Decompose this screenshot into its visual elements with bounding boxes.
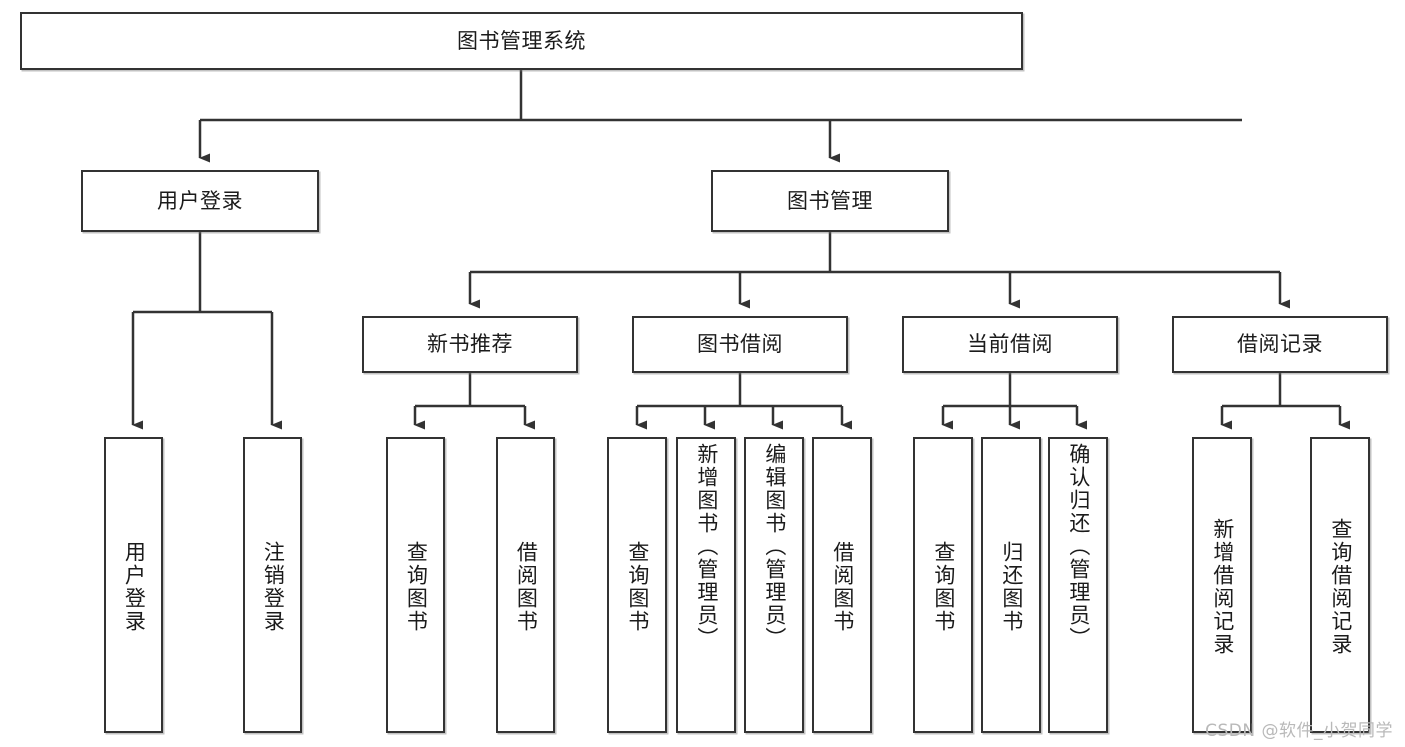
leaf-label: 查询图书 [625, 541, 650, 633]
leaf-label: 用户登录 [122, 541, 147, 633]
node-borrow-record[interactable]: 借阅记录 [1172, 316, 1388, 373]
node-book-borrow[interactable]: 图书借阅 [632, 316, 848, 373]
leaf-borrow-record-query[interactable]: 查询借阅记录 [1310, 437, 1370, 733]
node-label: 当前借阅 [967, 332, 1053, 356]
leaf-user-login-login[interactable]: 用户登录 [104, 437, 163, 733]
leaf-book-borrow-query[interactable]: 查询图书 [607, 437, 667, 733]
leaf-label: 编辑图书（管理员） [762, 443, 787, 650]
node-label: 借阅记录 [1237, 332, 1323, 356]
node-label: 新书推荐 [427, 332, 513, 356]
leaf-new-book-query[interactable]: 查询图书 [386, 437, 445, 733]
leaf-label: 查询借阅记录 [1328, 518, 1353, 656]
leaf-label: 新增图书（管理员） [694, 443, 719, 650]
node-label: 图书借阅 [697, 332, 783, 356]
leaf-label: 借阅图书 [830, 541, 855, 633]
leaf-label: 归还图书 [999, 541, 1024, 633]
leaf-label: 查询图书 [404, 541, 429, 633]
leaf-current-borrow-return[interactable]: 归还图书 [981, 437, 1041, 733]
leaf-label: 查询图书 [931, 541, 956, 633]
node-root-book-management-system[interactable]: 图书管理系统 [20, 12, 1023, 70]
leaf-label: 借阅图书 [514, 541, 539, 633]
node-label: 图书管理系统 [457, 28, 586, 53]
leaf-user-login-logout[interactable]: 注销登录 [243, 437, 302, 733]
leaf-book-borrow-borrow[interactable]: 借阅图书 [812, 437, 872, 733]
node-new-book-recommend[interactable]: 新书推荐 [362, 316, 578, 373]
node-current-borrow[interactable]: 当前借阅 [902, 316, 1118, 373]
leaf-label: 确认归还（管理员） [1066, 443, 1091, 650]
leaf-current-borrow-confirm-return[interactable]: 确认归还（管理员） [1048, 437, 1108, 733]
node-label: 图书管理 [787, 188, 873, 213]
leaf-book-borrow-add[interactable]: 新增图书（管理员） [676, 437, 736, 733]
node-book-management[interactable]: 图书管理 [711, 170, 949, 232]
leaf-book-borrow-edit[interactable]: 编辑图书（管理员） [744, 437, 804, 733]
leaf-current-borrow-query[interactable]: 查询图书 [913, 437, 973, 733]
node-user-login[interactable]: 用户登录 [81, 170, 319, 232]
leaf-label: 新增借阅记录 [1210, 518, 1235, 656]
node-label: 用户登录 [157, 188, 243, 213]
leaf-new-book-borrow[interactable]: 借阅图书 [496, 437, 555, 733]
leaf-label: 注销登录 [261, 541, 286, 633]
leaf-borrow-record-add[interactable]: 新增借阅记录 [1192, 437, 1252, 733]
